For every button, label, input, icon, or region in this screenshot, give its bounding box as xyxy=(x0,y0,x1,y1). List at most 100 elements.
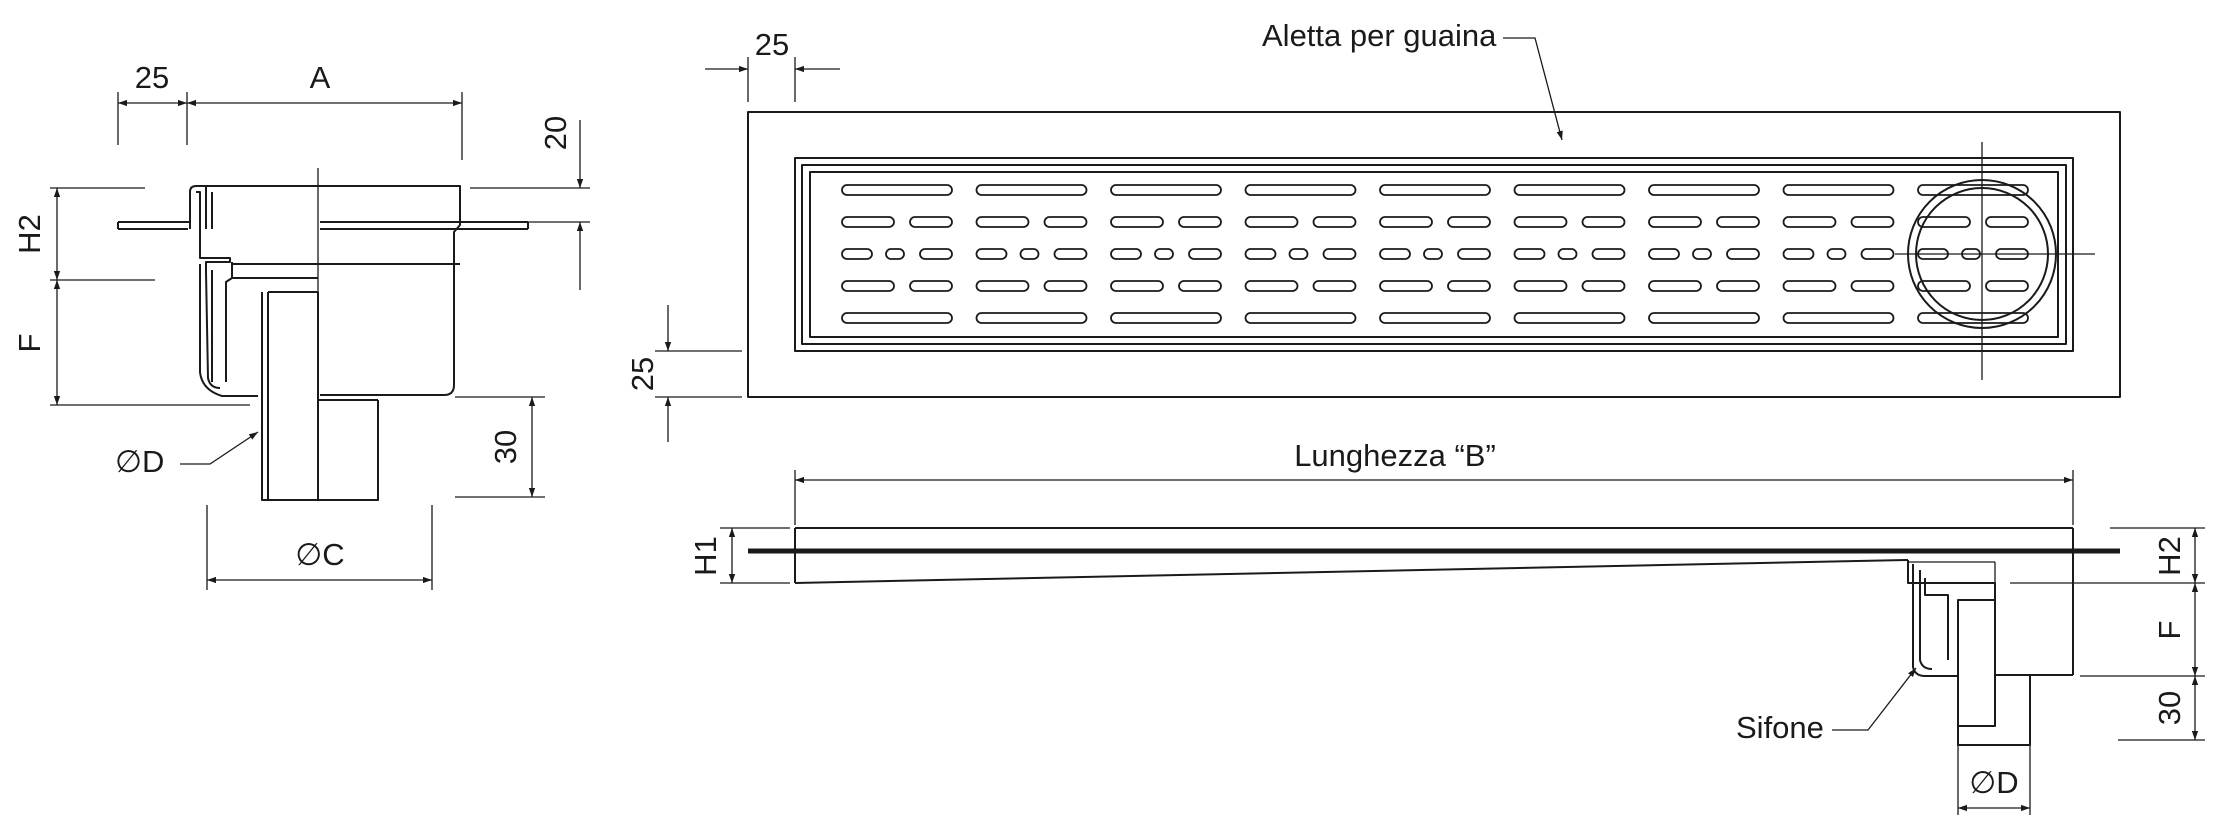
grate-slot xyxy=(1379,248,1411,260)
grate-slot xyxy=(1850,280,1895,292)
grate-slot xyxy=(1648,312,1760,324)
grate-slot xyxy=(1110,280,1164,292)
grate-slot xyxy=(909,216,953,228)
leader-left-D xyxy=(180,431,259,465)
grate-slots xyxy=(841,184,2029,324)
grate-slot xyxy=(1244,312,1357,324)
grate-slot xyxy=(1110,184,1222,196)
grate-slot xyxy=(1726,248,1760,260)
grate-slot xyxy=(841,248,873,260)
grate-slot xyxy=(1648,184,1760,196)
grate-slot xyxy=(1513,312,1626,324)
grate-slot xyxy=(1782,184,1895,196)
grate-slot xyxy=(1782,280,1837,292)
grate-slot xyxy=(1447,280,1491,292)
left-body xyxy=(189,185,461,397)
left-extension-lines xyxy=(50,92,590,590)
label-right-H2: H2 xyxy=(2152,536,2187,576)
grate-slot xyxy=(975,184,1088,196)
grate-slot xyxy=(1648,280,1702,292)
plan-outlet xyxy=(1895,142,2095,380)
grate-slot xyxy=(1043,280,1088,292)
grate-slot xyxy=(1154,248,1174,260)
grate-slot xyxy=(1782,248,1815,260)
grate-slot xyxy=(841,312,953,324)
label-left-20: 20 xyxy=(538,116,573,150)
grate-slot xyxy=(1244,248,1277,260)
side-siphon-guides xyxy=(1908,561,2031,815)
top-plan-view: 25 Aletta per guaina 25 xyxy=(625,18,2121,442)
grate-slot xyxy=(1591,248,1626,260)
grate-slot xyxy=(841,184,953,196)
label-mid-25: 25 xyxy=(625,357,660,391)
grate-slot xyxy=(1244,216,1299,228)
grate-slot xyxy=(1379,312,1491,324)
label-aletta: Aletta per guaina xyxy=(1262,18,1497,53)
grate-slot xyxy=(1513,216,1568,228)
grate-slot xyxy=(1917,280,1971,292)
grate-slot xyxy=(841,216,895,228)
side-channel xyxy=(748,527,2120,746)
label-left-30: 30 xyxy=(488,430,523,464)
grate-slot xyxy=(975,280,1030,292)
grate-slot xyxy=(1581,280,1626,292)
grate-slot xyxy=(1513,184,1626,196)
grate-slot xyxy=(975,248,1008,260)
grate-slot xyxy=(1860,248,1895,260)
grate-slot xyxy=(1850,216,1895,228)
label-left-D: ∅D xyxy=(115,444,164,479)
label-left-25: 25 xyxy=(135,60,169,95)
grate-slot xyxy=(1782,216,1837,228)
label-right-F: F xyxy=(2152,621,2187,640)
left-siphon xyxy=(261,291,379,501)
label-top-25: 25 xyxy=(755,27,789,62)
grate-slot xyxy=(1043,216,1088,228)
grate-slot xyxy=(1826,248,1847,260)
grate-slot xyxy=(1917,184,2029,196)
grate-slot xyxy=(1110,216,1164,228)
grate-slot xyxy=(919,248,953,260)
grate-slot xyxy=(1423,248,1443,260)
grate-slot xyxy=(1019,248,1040,260)
grate-slot xyxy=(1188,248,1222,260)
grate-slot xyxy=(1716,280,1760,292)
leader-sifone xyxy=(1832,667,1917,731)
grate-slot xyxy=(1581,216,1626,228)
grate-slot xyxy=(1244,184,1357,196)
grate-slot xyxy=(1782,312,1895,324)
label-H1: H1 xyxy=(688,536,723,576)
grate-slot xyxy=(1716,216,1760,228)
label-right-30: 30 xyxy=(2152,691,2187,725)
grate-slot xyxy=(1379,216,1433,228)
grate-slot xyxy=(1379,184,1491,196)
left-flange xyxy=(117,221,529,230)
grate-slot xyxy=(1244,280,1299,292)
grate-slot xyxy=(1917,216,1971,228)
grate-slot xyxy=(1110,248,1142,260)
grate-slot xyxy=(1178,216,1222,228)
grate-slot xyxy=(1557,248,1578,260)
grate-slot xyxy=(1985,280,2029,292)
label-left-A: A xyxy=(310,60,331,95)
grate-slot xyxy=(1648,216,1702,228)
grate-slot xyxy=(1379,280,1433,292)
left-section-view: 25 A 20 H2 F 30 ∅C ∅D xyxy=(12,60,590,590)
label-right-D: ∅D xyxy=(1969,765,2018,800)
grate-slot xyxy=(1513,280,1568,292)
label-left-F: F xyxy=(12,334,47,353)
grate-slot xyxy=(909,280,953,292)
label-left-H2: H2 xyxy=(12,214,47,254)
label-sifone: Sifone xyxy=(1736,710,1824,745)
grate-slot xyxy=(1917,312,2029,324)
grate-slot xyxy=(1457,248,1491,260)
grate-slot xyxy=(1110,312,1222,324)
grate-slot xyxy=(1053,248,1088,260)
label-lunghezza: Lunghezza “B” xyxy=(1294,438,1496,473)
plan-outer-flange xyxy=(747,111,2121,398)
grate-slot xyxy=(1513,248,1546,260)
grate-slot xyxy=(1312,280,1357,292)
grate-slot xyxy=(1985,216,2029,228)
grate-slot xyxy=(1178,280,1222,292)
